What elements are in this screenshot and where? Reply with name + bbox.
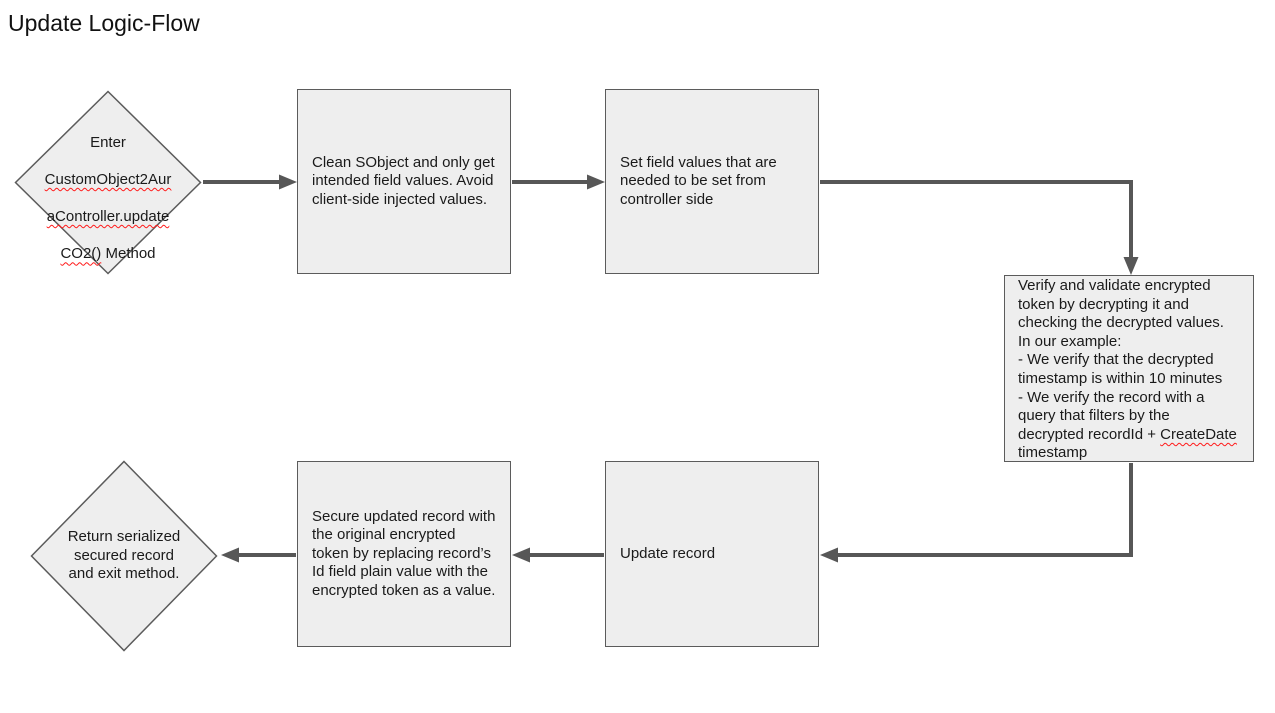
verify-text-before: Verify and validate encrypted token by d… (1018, 277, 1224, 443)
start-label-line2: CustomObject2Aur (44, 170, 172, 188)
arrowhead-icon (820, 547, 838, 563)
node-update-record-label: Update record (620, 544, 716, 562)
diamond-outline (30, 460, 218, 652)
start-label-line4-code: CO2() (60, 245, 102, 263)
arrow-setfields-to-verify (820, 180, 1139, 275)
node-set-fields-box: Set field values that are needed to be s… (605, 89, 819, 274)
node-clean-sobject-label: Clean SObject and only get intended fiel… (312, 153, 495, 208)
arrowhead-icon (1123, 257, 1139, 275)
arrowhead-icon (221, 547, 239, 563)
node-set-fields-label: Set field values that are needed to be s… (620, 153, 777, 208)
arrow-clean-to-setfields (512, 174, 605, 190)
page-title: Update Logic-Flow (8, 10, 200, 36)
node-verify-token-label: Verify and validate encrypted token by d… (1005, 276, 1243, 463)
node-end-diamond: Return serialized secured record and exi… (30, 460, 218, 652)
node-start-diamond: Enter CustomObject2Aur aController.updat… (14, 90, 202, 275)
arrowhead-icon (587, 174, 605, 190)
node-end-label: Return serialized secured record and exi… (30, 460, 218, 652)
arrow-line (820, 180, 1133, 258)
node-start-label: Enter CustomObject2Aur aController.updat… (14, 90, 202, 275)
node-secure-record-box: Secure updated record with the original … (297, 461, 511, 647)
node-update-record-box: Update record (605, 461, 819, 647)
diamond-outline (14, 90, 202, 275)
verify-text-after: timestamp (1018, 444, 1088, 462)
node-secure-record-label: Secure updated record with the original … (312, 507, 496, 599)
verify-misspelled-word: CreateDate (1160, 425, 1237, 443)
start-label-line4-rest: Method (101, 245, 156, 263)
diamond-shape (14, 90, 202, 275)
arrow-verify-to-update (820, 463, 1133, 563)
arrowhead-icon (279, 174, 297, 190)
arrow-line (838, 463, 1133, 557)
arrow-secure-to-end (221, 547, 296, 563)
arrowhead-icon (512, 547, 530, 563)
start-label-line1: Enter (90, 133, 126, 151)
node-clean-sobject-box: Clean SObject and only get intended fiel… (297, 89, 511, 274)
diamond-shape (30, 460, 218, 652)
node-verify-token-box: Verify and validate encrypted token by d… (1004, 275, 1254, 462)
start-label-line3: aController.update (46, 208, 170, 226)
end-label-text: Return serialized secured record and exi… (67, 528, 181, 583)
arrow-start-to-clean (203, 174, 297, 190)
arrow-update-to-secure (512, 547, 604, 563)
